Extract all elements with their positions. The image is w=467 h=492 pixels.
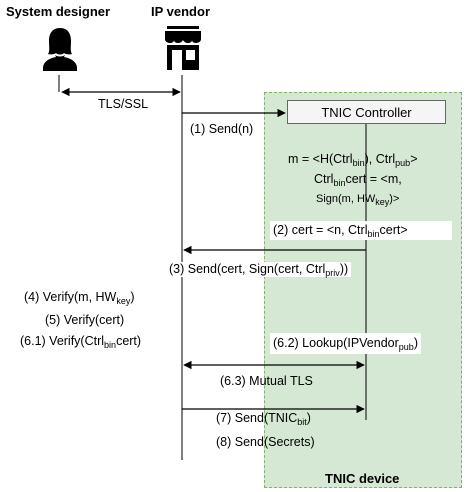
step-6-2-label: (6.2) Lookup(IPVendorpub) bbox=[270, 333, 421, 354]
step-6-1-label: (6.1) Verify(Ctrlbincert) bbox=[20, 334, 142, 350]
ctrl-cert-definition: Ctrlbincert = <m, bbox=[314, 172, 402, 188]
tnic-controller-label: TNIC Controller bbox=[321, 104, 412, 120]
step-5-label: (5) Verify(cert) bbox=[45, 313, 125, 327]
step-3-label: (3) Send(cert, Sign(cert, Ctrlpriv)) bbox=[166, 262, 352, 278]
ip-vendor-title: IP vendor bbox=[151, 4, 211, 19]
step-1-label: (1) Send(n) bbox=[190, 122, 254, 136]
tnic-device-zone bbox=[264, 92, 462, 488]
system-designer-title: System designer bbox=[6, 4, 111, 19]
tnic-device-label: TNIC device bbox=[325, 471, 400, 486]
step-2-label: (2) cert = <n, Ctrlbincert> bbox=[270, 221, 452, 240]
tnic-controller-box: TNIC Controller bbox=[287, 100, 446, 124]
step-6-3-label: (6.3) Mutual TLS bbox=[220, 374, 313, 388]
m-definition: m = <H(Ctrlbin), Ctrlpub> bbox=[288, 152, 418, 168]
person-icon bbox=[43, 28, 77, 71]
step-4-label: (4) Verify(m, HWkey) bbox=[24, 290, 135, 306]
step-7-label: (7) Send(TNICbit) bbox=[216, 411, 311, 427]
step-8-label: (8) Send(Secrets) bbox=[216, 435, 315, 449]
storefront-icon bbox=[165, 26, 201, 70]
tls-ssl-label: TLS/SSL bbox=[98, 97, 149, 111]
sign-definition: Sign(m, HWkey)> bbox=[316, 193, 400, 207]
